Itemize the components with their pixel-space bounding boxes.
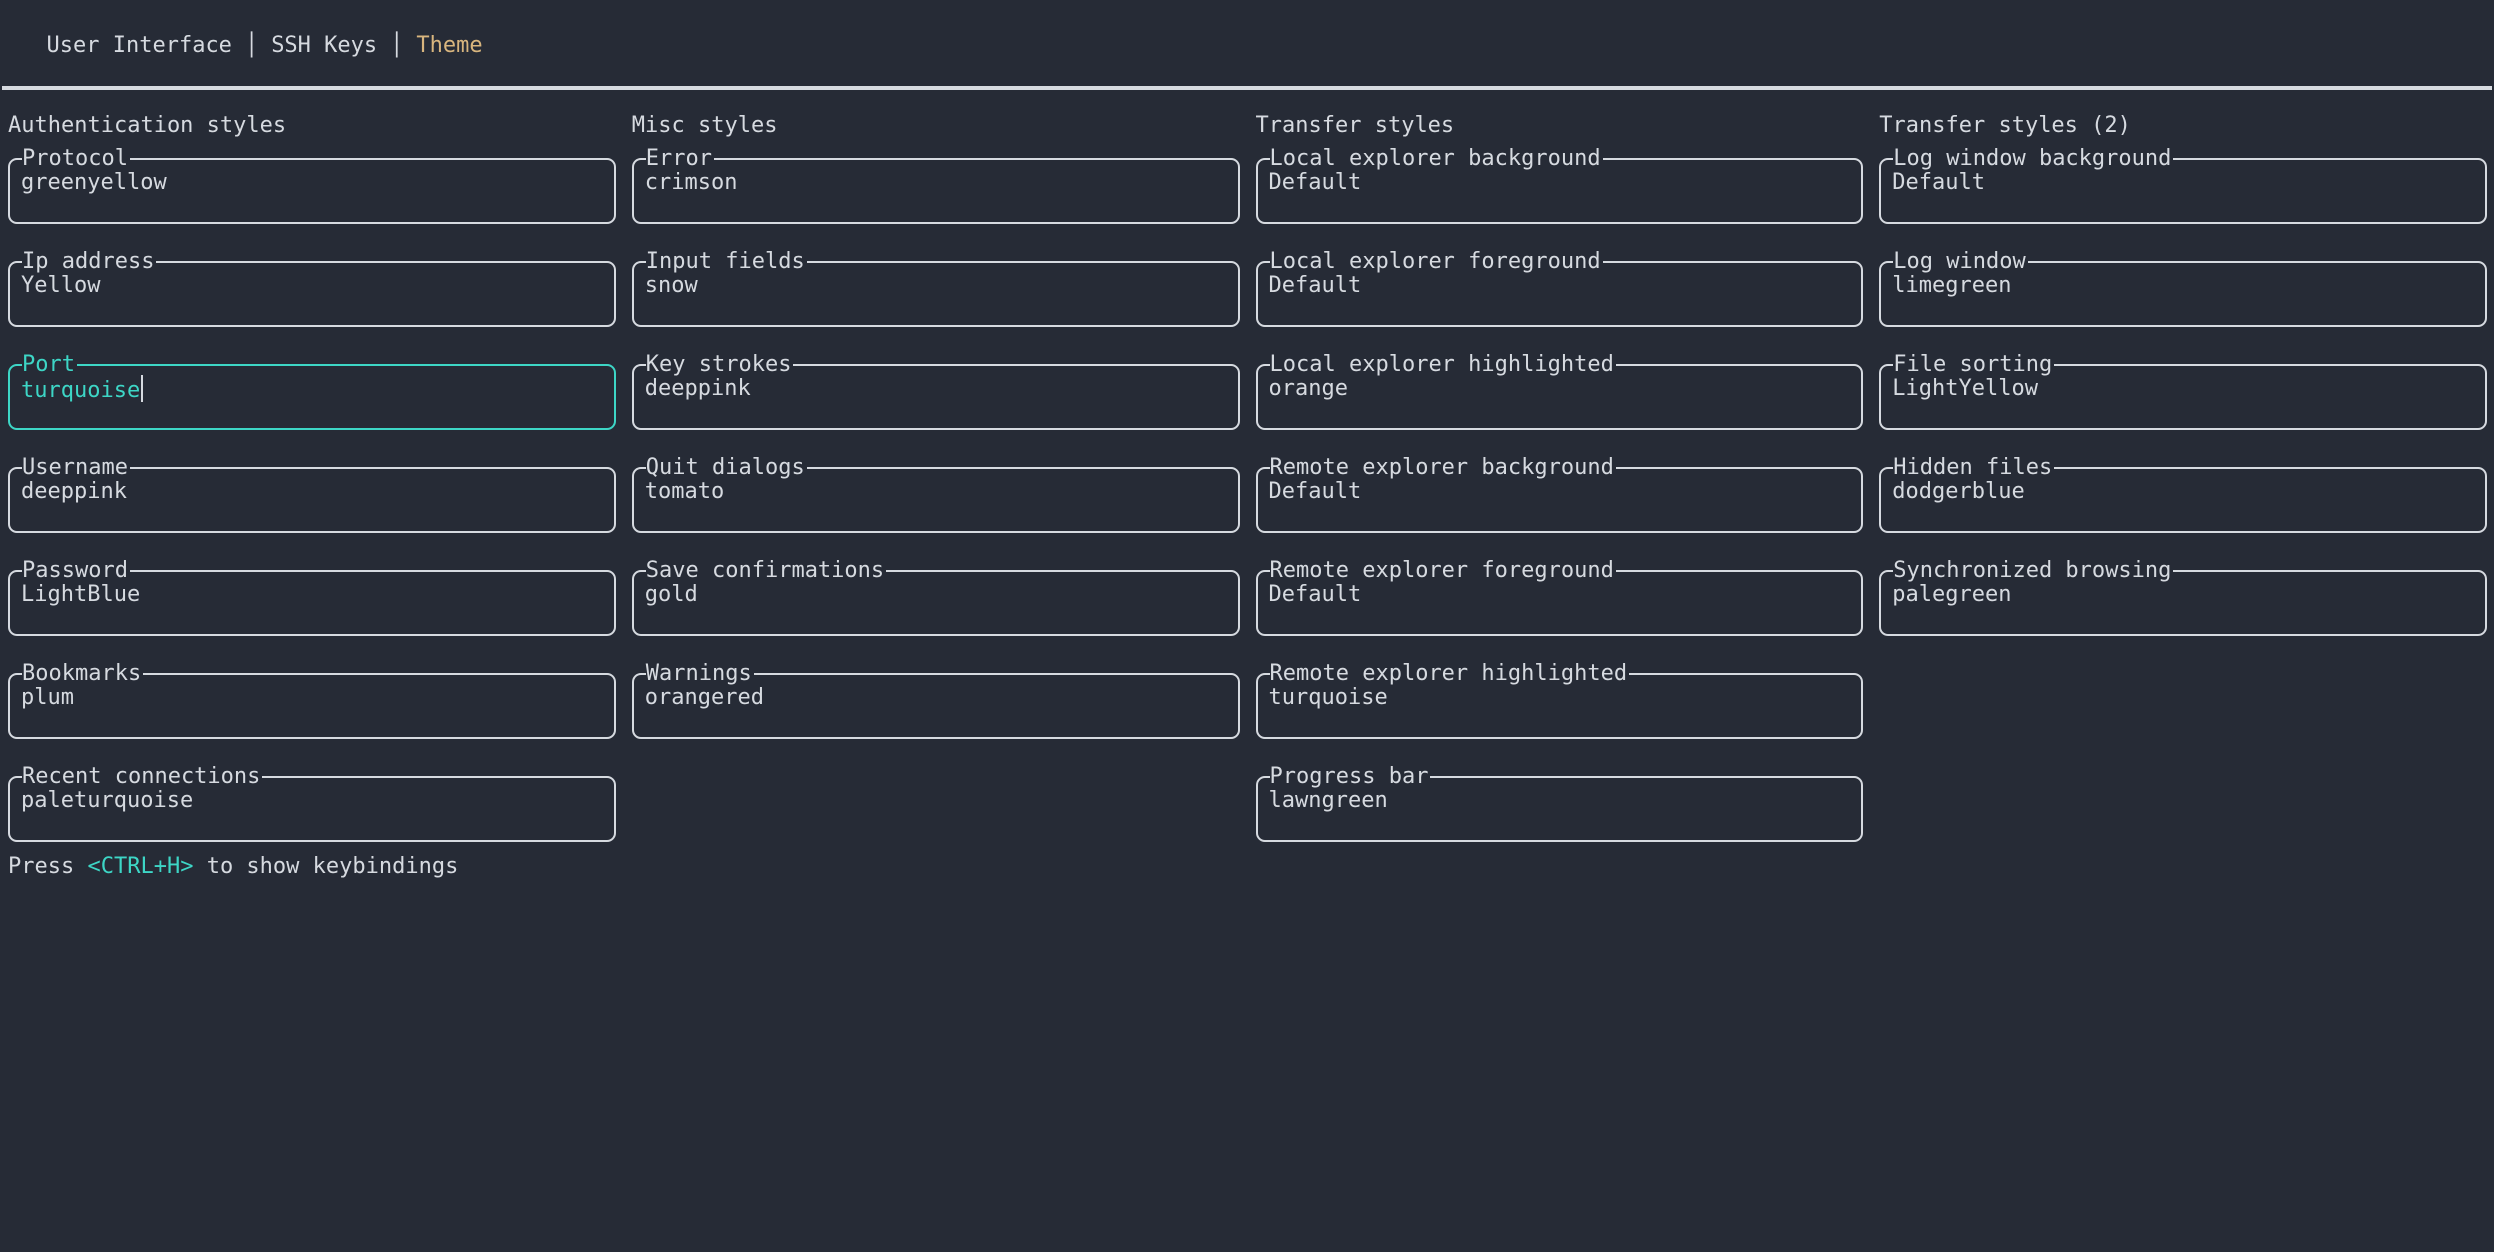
field-value: turquoise [1268, 685, 1388, 710]
field-label: Local explorer background [1269, 146, 1603, 172]
field-label: Remote explorer foreground [1269, 558, 1616, 584]
text-cursor [141, 375, 144, 402]
field-recent-connections[interactable]: Recent connections paleturquoise [8, 764, 616, 842]
field-label: Recent connections [22, 764, 263, 790]
field-label: Input fields [645, 249, 807, 275]
column-title-authentication-styles: Authentication styles [8, 113, 287, 138]
field-label: Remote explorer background [1269, 455, 1616, 481]
field-value: orangered [644, 685, 764, 710]
field-log-window-background[interactable]: Log window background Default [1879, 146, 2487, 224]
field-label: Local explorer foreground [1269, 249, 1603, 275]
tab-bar: User Interface │ SSH Keys │ Theme [0, 0, 2494, 58]
field-local-explorer-foreground[interactable]: Local explorer foreground Default [1255, 249, 1864, 327]
field-warnings[interactable]: Warnings orangered [631, 661, 1240, 739]
column-title-transfer-styles-2: Transfer styles (2) [1879, 113, 2131, 138]
field-label: Local explorer highlighted [1269, 352, 1616, 378]
field-label: Error [645, 146, 714, 172]
tab-ssh-keys[interactable]: SSH Keys [271, 33, 378, 58]
tab-separator: │ [244, 33, 259, 58]
field-log-window[interactable]: Log window limegreen [1879, 249, 2487, 327]
field-value: deeppink [21, 479, 127, 504]
field-value: LightBlue [21, 582, 141, 607]
field-port[interactable]: Port turquoise [8, 352, 616, 430]
column-transfer-styles-2: Transfer styles (2) Log window backgroun… [1879, 112, 2487, 673]
field-value: Default [1268, 273, 1362, 298]
keybindings-hint: Press <CTRL+H> to show keybindings [8, 852, 458, 882]
field-save-confirmations[interactable]: Save confirmations gold [631, 558, 1240, 636]
field-value: crimson [644, 170, 738, 195]
field-label: Progress bar [1269, 764, 1431, 790]
field-key-strokes[interactable]: Key strokes deeppink [631, 352, 1240, 430]
field-label: Protocol [22, 146, 130, 172]
field-bookmarks[interactable]: Bookmarks plum [8, 661, 616, 739]
field-value: paleturquoise [21, 788, 194, 813]
field-label: Hidden files [1893, 455, 2055, 481]
field-label: Bookmarks [22, 661, 144, 687]
column-title-misc-styles: Misc styles [631, 113, 778, 138]
hint-prefix: Press [8, 854, 88, 879]
field-value: Default [1268, 170, 1362, 195]
field-label: Username [22, 455, 130, 481]
field-quit-dialogs[interactable]: Quit dialogs tomato [631, 455, 1240, 533]
field-label: Quit dialogs [645, 455, 807, 481]
field-label: Synchronized browsing [1893, 558, 2174, 584]
field-value: tomato [644, 479, 725, 504]
field-label: File sorting [1893, 352, 2055, 378]
hint-key: <CTRL+H> [87, 854, 194, 879]
field-label: Ip address [22, 249, 157, 275]
field-value: Default [1268, 479, 1362, 504]
field-progress-bar[interactable]: Progress bar lawngreen [1255, 764, 1864, 842]
field-value: snow [644, 273, 698, 298]
field-remote-explorer-highlighted[interactable]: Remote explorer highlighted turquoise [1255, 661, 1864, 739]
field-value: palegreen [1892, 582, 2012, 607]
field-password[interactable]: Password LightBlue [8, 558, 616, 636]
field-value: gold [644, 582, 698, 607]
field-value: limegreen [1892, 273, 2012, 298]
field-local-explorer-background[interactable]: Local explorer background Default [1255, 146, 1864, 224]
theme-settings-panel: Authentication styles Protocol greenyell… [8, 112, 2487, 879]
field-file-sorting[interactable]: File sorting LightYellow [1879, 352, 2487, 430]
column-authentication-styles: Authentication styles Protocol greenyell… [8, 112, 616, 879]
field-value: LightYellow [1892, 376, 2038, 401]
field-protocol[interactable]: Protocol greenyellow [8, 146, 616, 224]
field-local-explorer-highlighted[interactable]: Local explorer highlighted orange [1255, 352, 1864, 430]
field-label: Warnings [645, 661, 754, 687]
field-remote-explorer-foreground[interactable]: Remote explorer foreground Default [1255, 558, 1864, 636]
field-value: Default [1892, 170, 1985, 195]
field-hidden-files[interactable]: Hidden files dodgerblue [1879, 455, 2487, 533]
tab-theme[interactable]: Theme [416, 33, 483, 58]
column-misc-styles: Misc styles Error crimson Input fields s… [631, 112, 1240, 776]
tab-user-interface[interactable]: User Interface [46, 33, 232, 58]
field-input-fields[interactable]: Input fields snow [631, 249, 1240, 327]
field-label: Save confirmations [645, 558, 887, 584]
field-value: deeppink [644, 376, 751, 401]
field-value: turquoise [21, 378, 141, 403]
field-label: Log window [1893, 249, 2028, 275]
field-label: Log window background [1893, 146, 2174, 172]
field-label: Password [22, 558, 130, 584]
hint-suffix: to show keybindings [193, 854, 459, 879]
field-value: plum [21, 685, 74, 710]
field-label: Key strokes [645, 352, 794, 378]
field-username[interactable]: Username deeppink [8, 455, 616, 533]
field-label: Remote explorer highlighted [1269, 661, 1630, 687]
tab-separator: │ [390, 33, 404, 58]
column-title-transfer-styles: Transfer styles [1255, 113, 1455, 138]
field-ip-address[interactable]: Ip address Yellow [8, 249, 616, 327]
field-value: dodgerblue [1892, 479, 2025, 504]
field-value: greenyellow [21, 170, 167, 195]
column-transfer-styles: Transfer styles Local explorer backgroun… [1255, 112, 1864, 879]
field-value: Yellow [21, 273, 101, 298]
field-synchronized-browsing[interactable]: Synchronized browsing palegreen [1879, 558, 2487, 636]
field-label: Port [22, 352, 77, 378]
field-value: Default [1268, 582, 1362, 607]
field-error[interactable]: Error crimson [631, 146, 1240, 224]
field-value: orange [1268, 376, 1348, 401]
tab-bar-divider [2, 86, 2492, 90]
field-remote-explorer-background[interactable]: Remote explorer background Default [1255, 455, 1864, 533]
field-value: lawngreen [1268, 788, 1388, 813]
